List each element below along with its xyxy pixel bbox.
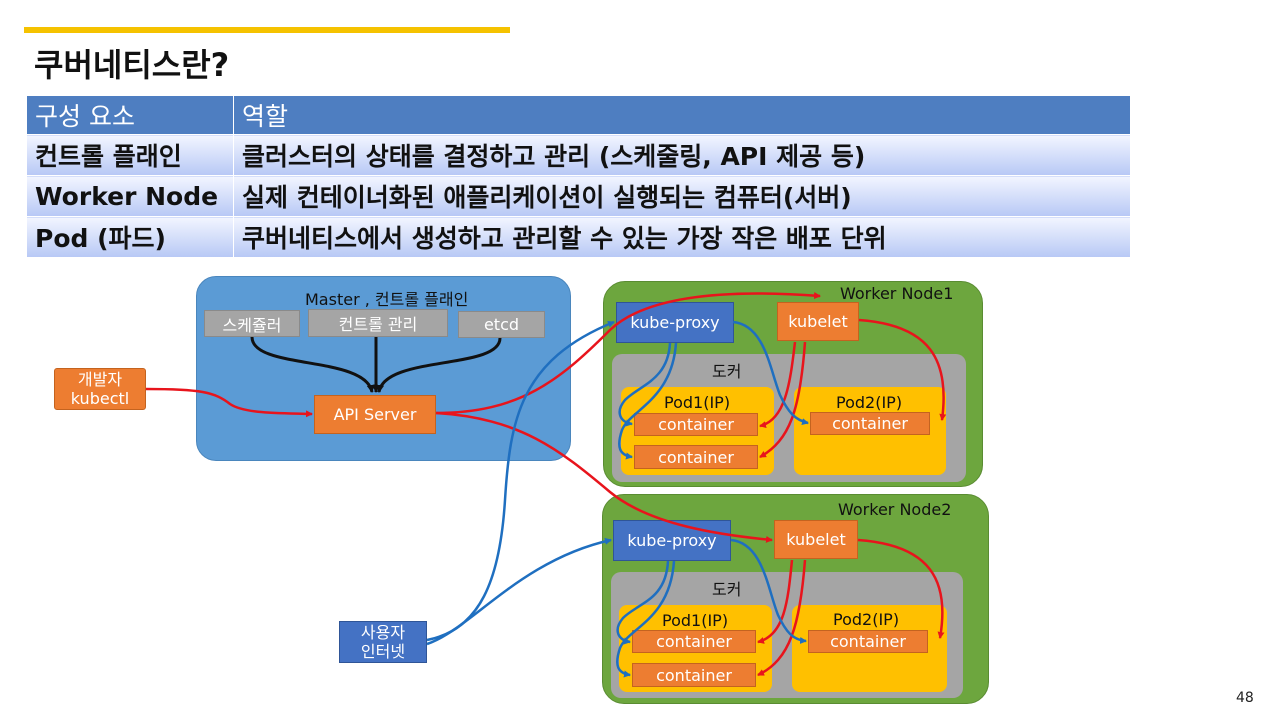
accent-bar — [24, 27, 510, 33]
table-row: Worker Node 실제 컨테이너화된 애플리케이션이 실행되는 컴퓨터(서… — [26, 175, 1131, 217]
pod2-label: Pod2(IP) — [833, 610, 900, 629]
docker-label: 도커 — [712, 362, 742, 381]
api-to-kubelet1-arrow — [435, 292, 821, 415]
api-to-kubelet2-arrow — [435, 411, 773, 543]
kubelet2-to-pod2-container-arrow — [857, 538, 945, 639]
internet-label: 인터넷 — [360, 642, 406, 661]
kubelet1-to-container-arrow — [759, 341, 797, 428]
container-box: container — [632, 630, 756, 653]
kubelet2-to-container-arrow — [757, 559, 794, 644]
kubectl-label: kubectl — [70, 389, 130, 408]
table-cell: 컨트롤 플래인 — [26, 134, 234, 176]
developer-label: 개발자 — [77, 370, 123, 389]
kubelet1-to-pod2-container-arrow — [858, 318, 947, 421]
table-cell: 실제 컨테이너화된 애플리케이션이 실행되는 컴퓨터(서버) — [233, 175, 1131, 217]
table-cell: Worker Node — [26, 175, 234, 217]
scheduler-to-api-arrow — [250, 336, 375, 393]
worker-node-1-label: Worker Node1 — [840, 284, 954, 303]
kube-proxy1-to-pod2-container-arrow — [732, 320, 809, 426]
kube-proxy2-to-container-arrow — [616, 560, 670, 645]
table-cell: 클러스터의 상태를 결정하고 관리 (스케줄링, API 제공 등) — [233, 134, 1131, 176]
docker-label: 도커 — [712, 580, 742, 599]
pod2-label: Pod2(IP) — [836, 393, 903, 412]
kube-proxy2-to-pod2-container-arrow — [730, 538, 807, 645]
kubectl-to-api-arrow — [145, 387, 313, 418]
scheduler-box: 스케쥴러 — [204, 310, 300, 337]
etcd-to-api-arrow — [376, 337, 502, 393]
kube-proxy1-to-container-arrow — [618, 342, 678, 460]
container-box: container — [810, 412, 930, 435]
container-box: container — [634, 445, 758, 469]
user-label: 사용자 — [360, 623, 406, 642]
etcd-box: etcd — [458, 311, 545, 338]
pod1-label: Pod1(IP) — [664, 393, 731, 412]
table-row: Pod (파드) 쿠버네티스에서 생성하고 관리할 수 있는 가장 작은 배포 … — [26, 216, 1131, 258]
kube-proxy2-to-container-arrow — [616, 560, 676, 678]
controller-manager-box: 컨트롤 관리 — [308, 309, 448, 337]
container-box: container — [634, 413, 758, 436]
master-label: Master , 컨트롤 플래인 — [305, 290, 469, 309]
container-box: container — [808, 630, 928, 653]
page-number: 48 — [1236, 690, 1254, 706]
pod1-label: Pod1(IP) — [662, 611, 729, 630]
container-box: container — [632, 663, 756, 687]
user-to-kube-proxy2-arrow — [426, 537, 612, 646]
table-header-cell: 구성 요소 — [26, 95, 234, 135]
table-row: 컨트롤 플래인 클러스터의 상태를 결정하고 관리 (스케줄링, API 제공 … — [26, 134, 1131, 176]
table-cell: 쿠버네티스에서 생성하고 관리할 수 있는 가장 작은 배포 단위 — [233, 216, 1131, 258]
page-title: 쿠버네티스란? — [34, 46, 230, 84]
kubelet1-to-container-arrow — [759, 341, 807, 459]
components-table: 구성 요소 역할 컨트롤 플래인 클러스터의 상태를 결정하고 관리 (스케줄링… — [26, 95, 1131, 258]
api-server-box: API Server — [314, 395, 436, 434]
kubelet-box: kubelet — [774, 520, 858, 559]
table-cell: Pod (파드) — [26, 216, 234, 258]
kube-proxy1-to-container-arrow — [618, 342, 672, 427]
user-to-kube-proxy1-arrow — [426, 320, 615, 642]
worker-node-2-label: Worker Node2 — [838, 500, 952, 519]
kubelet-box: kubelet — [777, 302, 859, 341]
kube-proxy-box: kube-proxy — [613, 520, 731, 561]
